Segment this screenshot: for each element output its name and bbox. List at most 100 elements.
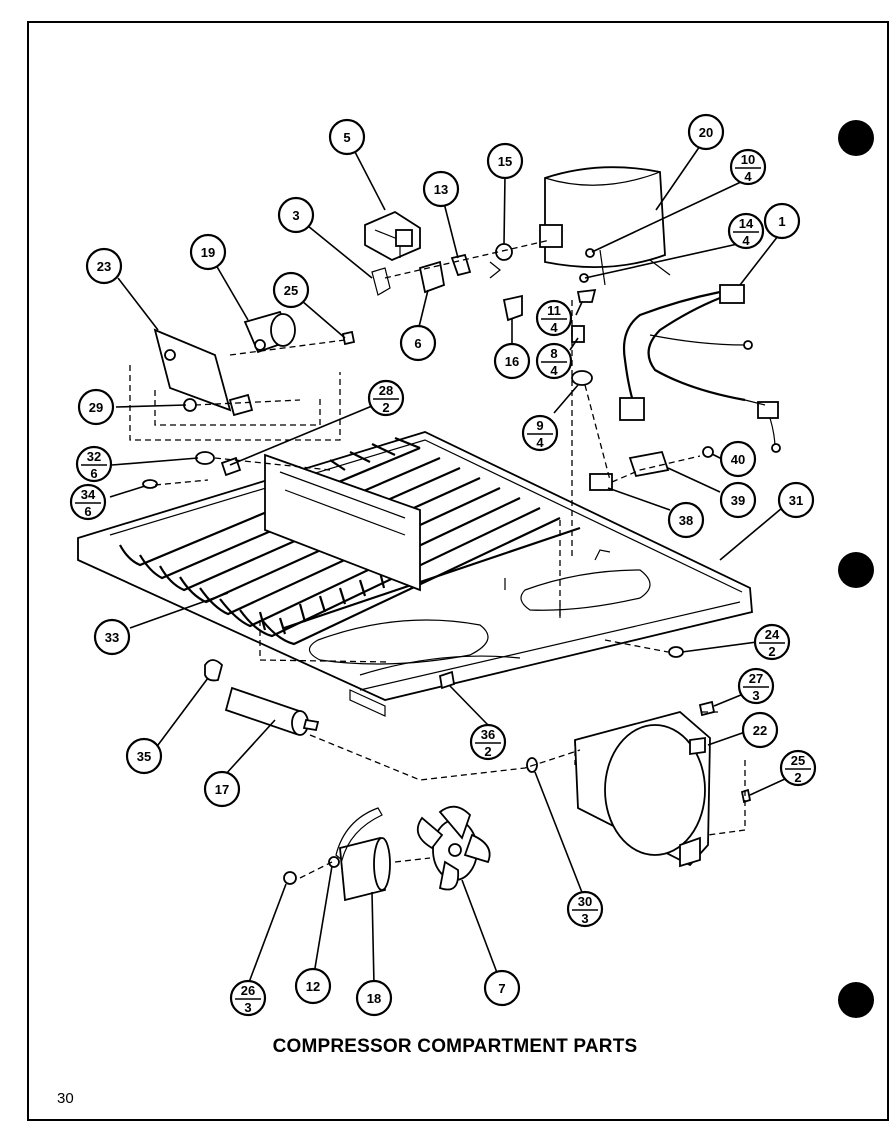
callout-17: 17: [203, 770, 241, 808]
callout-25: 25: [272, 271, 310, 309]
svg-text:2: 2: [382, 400, 389, 415]
small-parts-left: [142, 451, 242, 489]
svg-text:11: 11: [547, 303, 561, 318]
svg-text:8: 8: [550, 346, 557, 361]
svg-text:32: 32: [87, 449, 101, 464]
callout-40: 40: [719, 440, 757, 478]
svg-text:3: 3: [752, 688, 759, 703]
callout-35: 35: [125, 737, 163, 775]
callout-13: 13: [422, 170, 460, 208]
svg-text:9: 9: [536, 418, 543, 433]
callout-30-qty-3: 303: [566, 890, 604, 928]
callout-38: 38: [667, 501, 705, 539]
svg-text:27: 27: [749, 671, 763, 686]
leader-lines: [109, 145, 799, 986]
svg-text:35: 35: [137, 749, 151, 764]
svg-text:1: 1: [778, 214, 785, 229]
assembly-lines: [129, 239, 746, 879]
callout-12: 12: [294, 967, 332, 1005]
svg-text:33: 33: [105, 630, 119, 645]
compressor: [539, 166, 671, 286]
svg-text:30: 30: [578, 894, 592, 909]
callout-9-qty-4: 94: [521, 414, 559, 452]
svg-text:26: 26: [241, 983, 255, 998]
callout-19: 19: [189, 233, 227, 271]
svg-text:4: 4: [742, 233, 750, 248]
svg-text:40: 40: [731, 452, 745, 467]
svg-text:5: 5: [343, 130, 350, 145]
svg-text:2: 2: [768, 644, 775, 659]
svg-text:38: 38: [679, 513, 693, 528]
callout-20: 20: [687, 113, 725, 151]
svg-text:4: 4: [550, 320, 558, 335]
svg-text:4: 4: [550, 363, 558, 378]
condenser-coil: [119, 436, 581, 646]
fan-and-motor: [283, 700, 752, 902]
callout-34-qty-6: 346: [69, 483, 107, 521]
svg-text:6: 6: [414, 336, 421, 351]
callout-33: 33: [93, 618, 131, 656]
svg-text:16: 16: [505, 354, 519, 369]
svg-text:12: 12: [306, 979, 320, 994]
callout-23: 23: [85, 247, 123, 285]
svg-text:22: 22: [753, 723, 767, 738]
svg-text:19: 19: [201, 245, 215, 260]
page-title: COMPRESSOR COMPARTMENT PARTS: [272, 1036, 638, 1057]
svg-text:18: 18: [367, 991, 381, 1006]
svg-text:31: 31: [789, 493, 803, 508]
callout-3: 3: [277, 196, 315, 234]
callout-16: 16: [493, 342, 531, 380]
callout-8-qty-4: 84: [535, 342, 573, 380]
fan-shroud: [574, 711, 711, 868]
callout-36-qty-2: 362: [469, 723, 507, 761]
binder-hole-top: [838, 120, 874, 156]
svg-text:3: 3: [581, 911, 588, 926]
callout-24-qty-2: 242: [753, 623, 791, 661]
callout-14-qty-4: 144: [727, 212, 765, 250]
callout-11-qty-4: 114: [535, 299, 573, 337]
drier-and-clip: [204, 659, 320, 736]
binder-hole-bottom: [838, 982, 874, 1018]
svg-text:39: 39: [731, 493, 745, 508]
callout-22: 22: [741, 711, 779, 749]
svg-text:3: 3: [244, 1000, 251, 1015]
svg-text:3: 3: [292, 208, 299, 223]
page-number: 30: [57, 1090, 74, 1107]
bracket-and-timer: [153, 310, 356, 417]
callout-28-qty-2: 282: [367, 379, 405, 417]
callout-39: 39: [719, 481, 757, 519]
callout-18: 18: [355, 979, 393, 1017]
svg-text:17: 17: [215, 782, 229, 797]
callout-10-qty-4: 104: [729, 148, 767, 186]
callout-15: 15: [486, 142, 524, 180]
svg-text:28: 28: [379, 383, 393, 398]
svg-text:2: 2: [794, 770, 801, 785]
binder-hole-middle: [838, 552, 874, 588]
svg-text:14: 14: [739, 216, 754, 231]
callout-26-qty-3: 263: [229, 979, 267, 1017]
svg-text:36: 36: [481, 727, 495, 742]
callout-32-qty-6: 326: [75, 445, 113, 483]
relay-parts: [364, 210, 597, 386]
svg-text:25: 25: [791, 753, 805, 768]
svg-text:25: 25: [284, 283, 298, 298]
svg-text:4: 4: [536, 435, 544, 450]
wire-harness: [619, 284, 781, 453]
svg-text:10: 10: [741, 152, 755, 167]
page-border: [27, 21, 889, 1121]
callout-5: 5: [328, 118, 366, 156]
svg-text:24: 24: [765, 627, 780, 642]
svg-text:23: 23: [97, 259, 111, 274]
svg-text:6: 6: [84, 504, 91, 519]
svg-text:13: 13: [434, 182, 448, 197]
svg-text:4: 4: [744, 169, 752, 184]
callout-1: 1: [763, 202, 801, 240]
callout-29: 29: [77, 388, 115, 426]
callout-27-qty-3: 273: [737, 667, 775, 705]
svg-text:2: 2: [484, 744, 491, 759]
callout-7: 7: [483, 969, 521, 1007]
svg-text:6: 6: [90, 466, 97, 481]
callout-25-qty-2: 252: [779, 749, 817, 787]
callout-6: 6: [399, 324, 437, 362]
